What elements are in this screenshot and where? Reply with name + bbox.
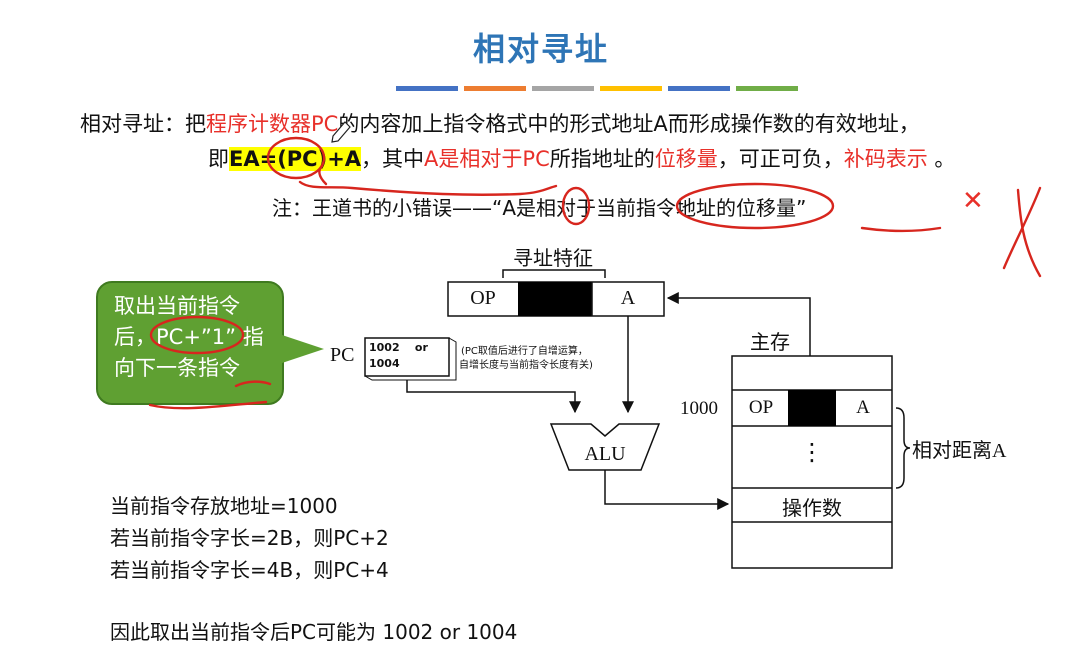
definition-text: 所指地址的 <box>549 147 655 171</box>
definition-text: 。 <box>927 147 956 171</box>
cross-icon: ✕ <box>962 186 984 216</box>
memory-address: 1000 <box>680 398 718 419</box>
relative-distance-label: 相对距离A <box>912 440 1007 462</box>
title-color-bar <box>668 86 730 91</box>
instruction-a-field: A <box>620 287 636 309</box>
page-title: 相对寻址 <box>472 30 609 68</box>
conclusion-line: 因此取出当前指令后PC可能为 1002 or 1004 <box>110 620 518 644</box>
twos-complement-term: 补码表示 <box>843 147 928 171</box>
main-memory-label: 主存 <box>750 332 790 354</box>
alu-label: ALU <box>584 443 626 465</box>
alu-unit <box>549 423 661 471</box>
callout-bubble: 取出当前指令 后，PC+”1” 指 向下一条指令 <box>96 281 284 405</box>
operand-cell: 操作数 <box>782 498 842 520</box>
pc-note-2: 自增长度与当前指令长度有关) <box>459 360 593 371</box>
title-color-bar <box>464 86 526 91</box>
title-color-bar <box>532 86 594 91</box>
pc-label: PC <box>330 344 355 366</box>
explanation-line: 当前指令存放地址=1000 <box>110 494 338 518</box>
instruction-op-field: OP <box>470 287 496 309</box>
pc-value-2: 1004 <box>369 357 400 370</box>
formula-highlight: EA=(PC)+A <box>229 147 362 171</box>
definition-text: ，其中 <box>361 147 425 171</box>
title-color-bar <box>736 86 798 91</box>
callout-line: 向下一条指令 <box>114 356 240 380</box>
title-color-bar <box>600 86 662 91</box>
distance-bracket <box>895 407 911 489</box>
addressing-feature-field <box>518 282 592 316</box>
definition-text: 把 <box>185 112 206 136</box>
errata-note: 注：王道书的小错误——“A是相对于当前指令地址的位移量” <box>272 196 807 220</box>
memory-ellipsis: ⋮ <box>800 438 824 466</box>
definition-label: 相对寻址： <box>80 112 185 136</box>
program-counter-term: 程序计数器PC <box>206 112 339 136</box>
memory-a-field: A <box>856 397 870 418</box>
pc-note-1: (PC取值后进行了自增运算， <box>461 346 588 357</box>
explanation-line: 若当前指令字长=4B，则PC+4 <box>110 558 389 582</box>
definition-text: 的内容加上指令格式中的形式地址A而形成操作数的有效地址， <box>338 112 920 136</box>
addressing-feature-label: 寻址特征 <box>513 248 593 270</box>
callout-line: 后，PC+”1” 指 <box>114 325 264 349</box>
pc-register <box>364 337 450 377</box>
memory-feature-field <box>788 390 836 426</box>
displacement-term: 位移量 <box>654 147 718 171</box>
title-color-bar <box>396 86 458 91</box>
definition-text: 即 <box>208 147 229 171</box>
explanation-line: 若当前指令字长=2B，则PC+2 <box>110 526 389 550</box>
a-relative-term: A是相对于PC <box>424 147 550 171</box>
memory-op-field: OP <box>748 397 774 418</box>
pencil-cursor-icon <box>331 121 351 143</box>
callout-line: 取出当前指令 <box>114 294 240 318</box>
definition-line-1: 相对寻址：把程序计数器PC的内容加上指令格式中的形式地址A而形成操作数的有效地址… <box>80 108 920 138</box>
definition-text: ，可正可负， <box>717 147 844 171</box>
callout-tail <box>282 335 324 363</box>
feature-bracket <box>502 269 606 278</box>
pc-value-1: 1002 or <box>369 341 428 354</box>
definition-line-2: 即EA=(PC)+A，其中A是相对于PC所指地址的位移量，可正可负，补码表示 。 <box>208 143 955 173</box>
